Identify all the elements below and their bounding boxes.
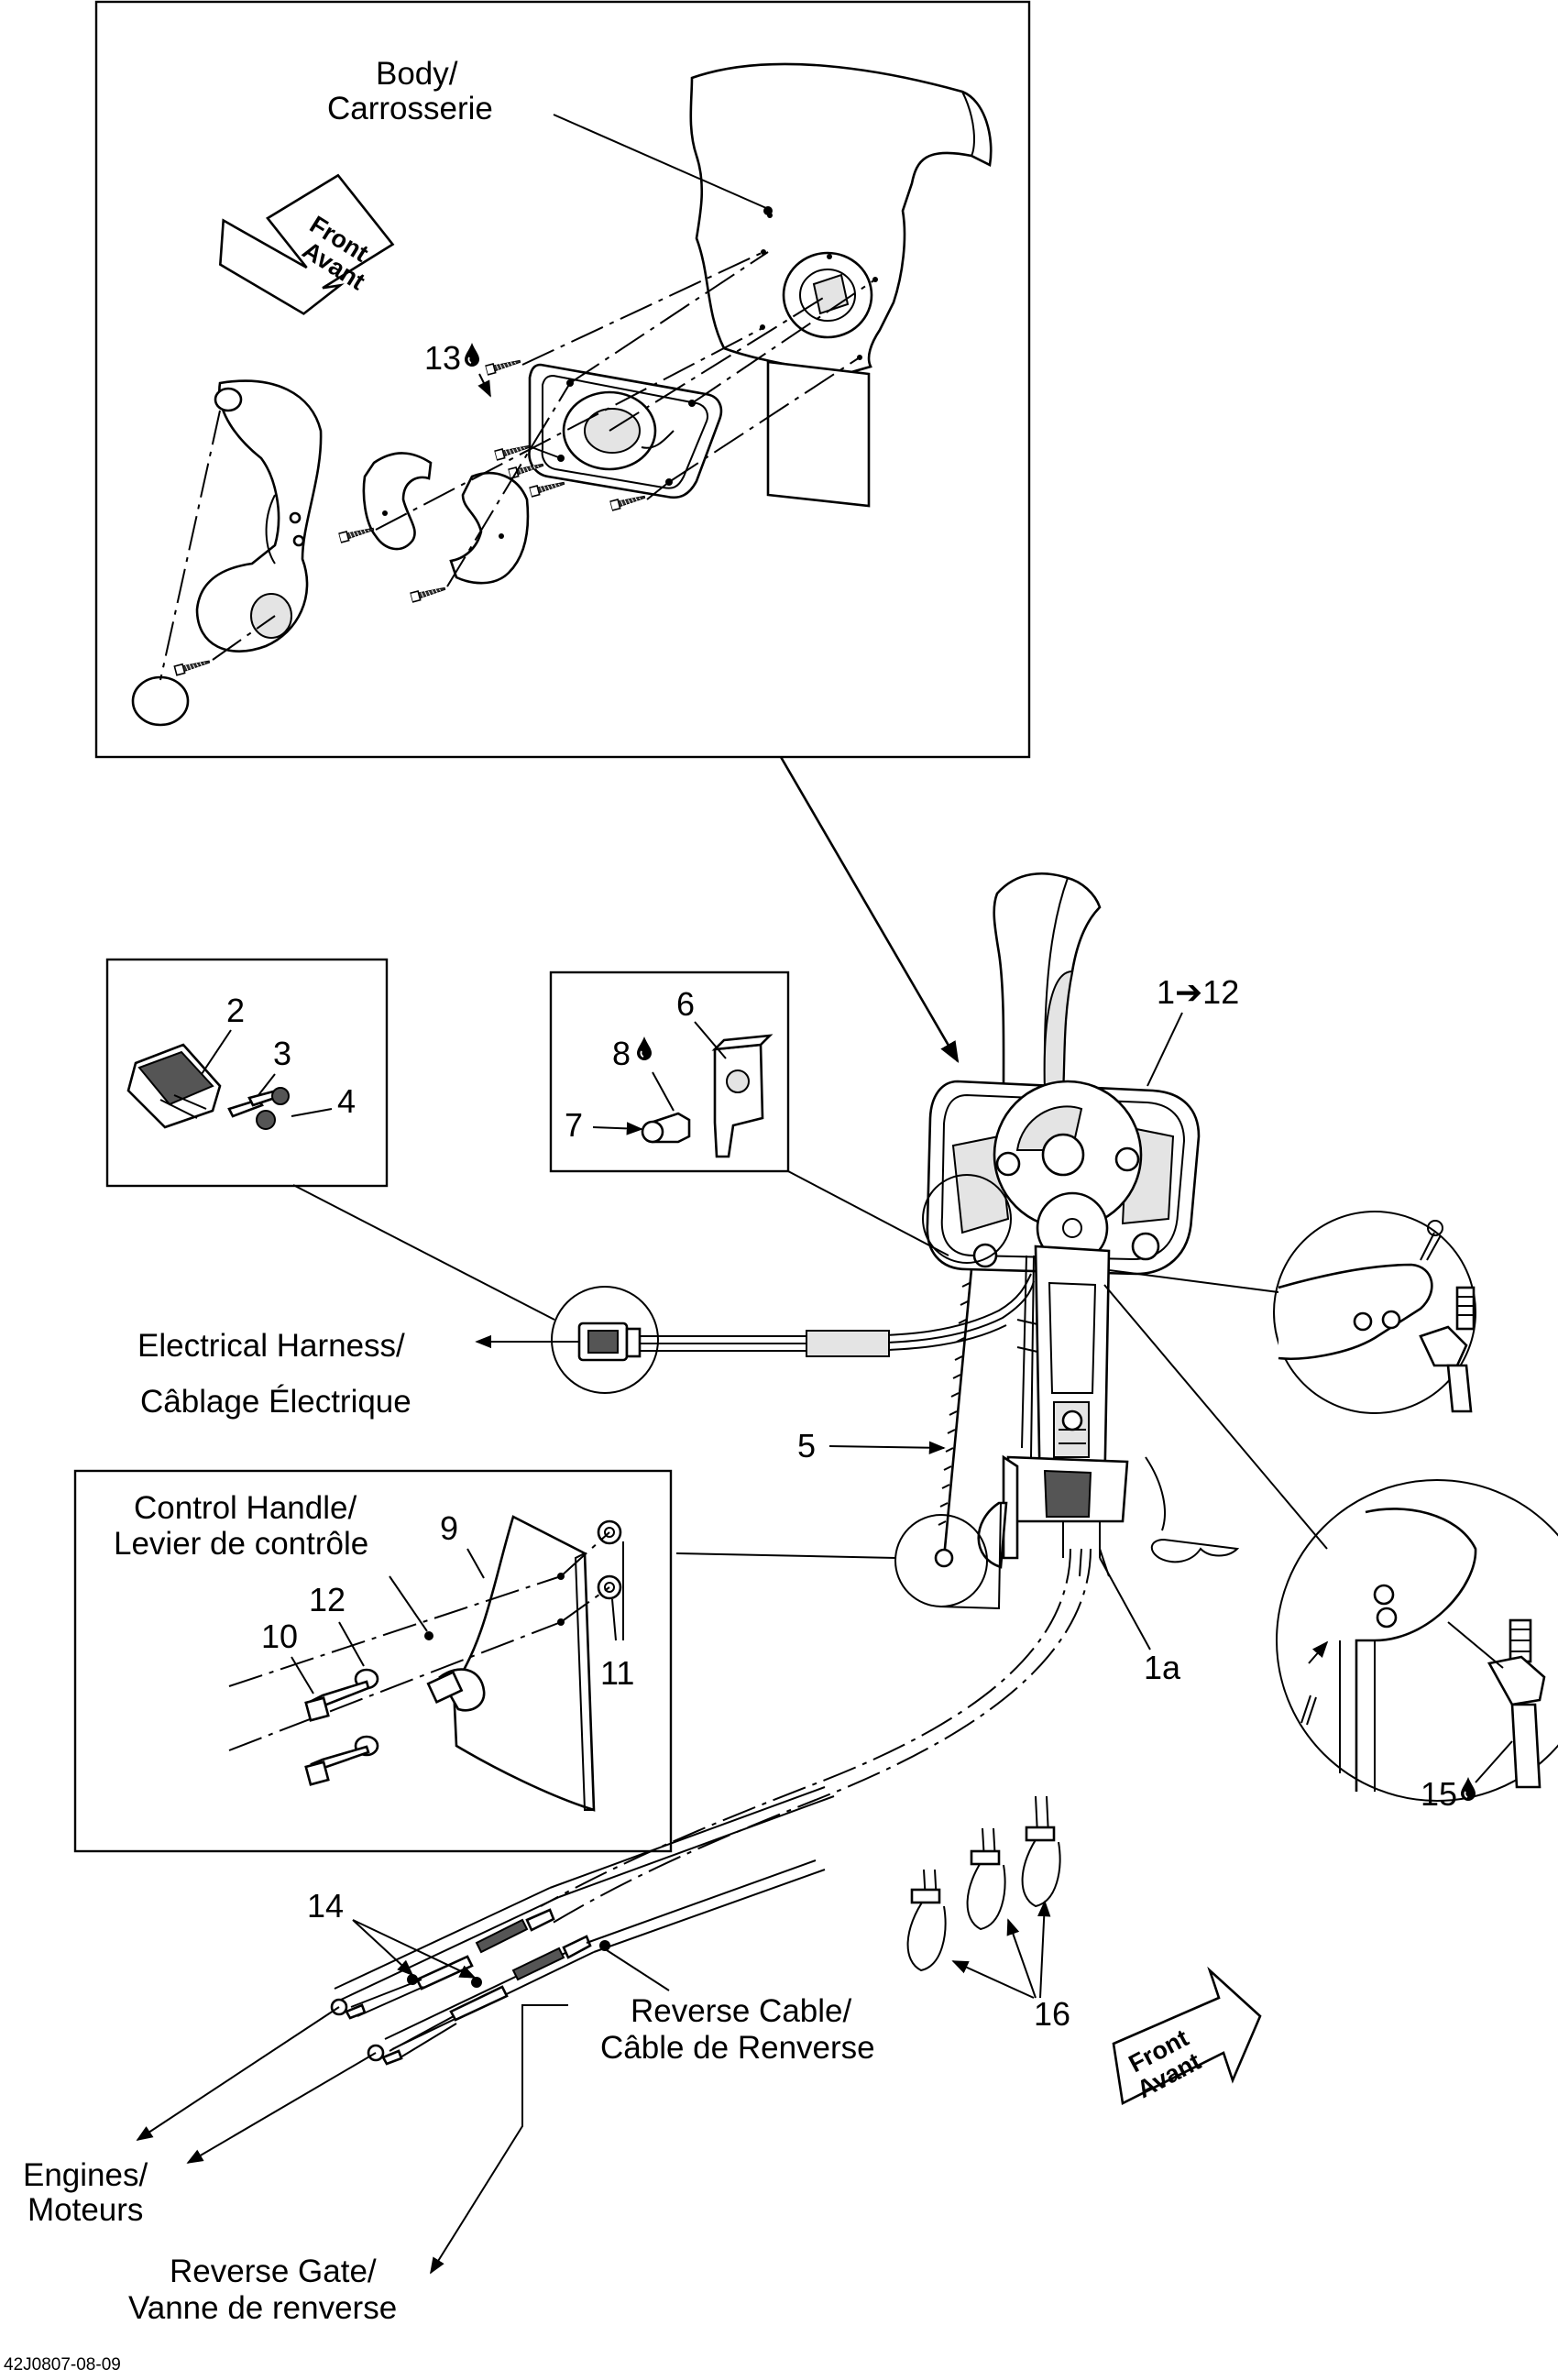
loctite-drop-icon-13 (464, 342, 480, 367)
top-exploded-view: Front Avant Body/ Carrosserie (94, 0, 1031, 759)
callout-9: 9 (440, 1509, 458, 1547)
electrical-harness-label-2: Câblage Électrique (140, 1384, 411, 1420)
handle-lever (195, 379, 323, 653)
reverse-gate-label-2: Vanne de renverse (128, 2290, 397, 2326)
reverse-cable-label-2: Câble de Renverse (600, 2030, 875, 2066)
reverse-gate-label-1: Reverse Gate/ (170, 2254, 377, 2289)
cap (131, 675, 190, 727)
detail-circle-lower: 15 (1276, 1479, 1558, 1813)
main-assembly (540, 872, 1240, 1925)
connector-kit-box: 2 3 4 (105, 958, 389, 1188)
cable-ties: 16 (906, 1795, 1070, 2033)
callout-6: 6 (676, 985, 695, 1023)
control-handle-box: Control Handle/ Levier de contrôle 9 11 … (73, 1469, 673, 1853)
callout-7: 7 (565, 1106, 583, 1144)
drawing-reference: 42J0807-08-09 (4, 2355, 121, 2375)
callout-1-12: 1➔12 (1157, 973, 1239, 1011)
control-handle-label-2: Levier de contrôle (114, 1526, 368, 1562)
loctite-drop-icon-15 (1460, 1776, 1476, 1802)
callout-2: 2 (226, 992, 245, 1029)
engines-label-2: Moteurs (27, 2192, 143, 2228)
callout-16: 16 (1034, 1995, 1070, 2033)
cable-assembly: 14 (307, 1786, 835, 2066)
callout-4: 4 (337, 1082, 356, 1120)
body-panel (689, 62, 993, 508)
callout-11: 11 (600, 1654, 634, 1692)
spring (934, 1268, 973, 1568)
callout-13: 13 (424, 339, 461, 377)
front-arrow-bottom: Front Avant (1112, 1966, 1262, 2105)
bracket-kit-box: 6 8 7 (549, 971, 790, 1173)
front-arrow-top: Front Avant (218, 173, 395, 315)
body-label-1: Body/ (376, 56, 458, 92)
mounting-plate (528, 363, 723, 499)
callout-12: 12 (309, 1581, 346, 1618)
callout-5: 5 (797, 1427, 816, 1464)
control-handle-label-1: Control Handle/ (134, 1490, 357, 1526)
top-inset-frame (94, 0, 1031, 759)
reverse-cable-label-1: Reverse Cable/ (631, 1993, 851, 2029)
cover-plates (362, 452, 530, 585)
callout-1a: 1a (1144, 1649, 1181, 1686)
harness-zoom-circle (551, 1286, 659, 1394)
callout-8: 8 (612, 1035, 631, 1072)
detail-circle-upper (1273, 1211, 1476, 1414)
callout-14: 14 (307, 1887, 344, 1925)
body-label-2: Carrosserie (327, 91, 493, 126)
callout-15: 15 (1421, 1775, 1457, 1813)
callout-3: 3 (273, 1035, 291, 1072)
electrical-harness-label-1: Electrical Harness/ (137, 1328, 405, 1364)
loctite-drop-icon-8 (636, 1036, 653, 1061)
callout-10: 10 (261, 1618, 298, 1655)
engines-label-1: Engines/ (23, 2157, 148, 2193)
